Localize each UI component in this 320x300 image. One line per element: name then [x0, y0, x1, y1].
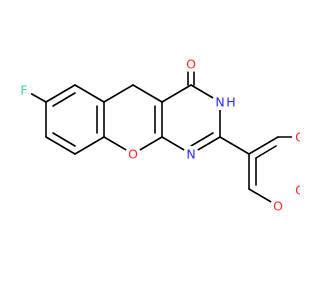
bond — [45, 136, 76, 155]
methoxy-oxygen-mid-label: O — [295, 183, 300, 198]
methoxy-oxygen-mid-atom: O — [292, 182, 300, 198]
bond — [248, 136, 279, 155]
bond — [29, 92, 47, 103]
methoxy-oxygen-top-atom: O — [292, 129, 300, 145]
amide-nitrogen-label: N — [215, 95, 224, 110]
bond — [132, 84, 163, 103]
bond — [74, 84, 105, 103]
bond — [45, 84, 76, 103]
methoxy-oxygen-bottom-label: O — [273, 199, 283, 214]
fluorine-label: F — [20, 83, 27, 98]
methoxy-oxygen-top-label: O — [295, 130, 300, 145]
bond-double-inner — [52, 92, 76, 107]
bond-double-inner — [52, 132, 76, 147]
pyran-oxygen-label: O — [128, 147, 138, 162]
bond — [103, 84, 134, 103]
chemical-structure-diagram: F O N H N O O O O — [16, 56, 300, 214]
ring-nitrogen-atom: N — [183, 146, 199, 162]
atom-labels: F O N H N O O O O — [16, 56, 300, 214]
bond — [74, 136, 105, 155]
carbonyl-oxygen-label: O — [186, 57, 196, 72]
bond-double-inner — [255, 145, 277, 159]
amide-nitrogen-atom: N H — [212, 94, 236, 110]
bond — [161, 84, 192, 103]
bond-network — [29, 71, 300, 207]
hydrogen-label: H — [226, 95, 235, 110]
bond-double-inner — [190, 132, 214, 147]
pyran-oxygen-atom: O — [125, 146, 141, 162]
ring-nitrogen-label: N — [186, 147, 195, 162]
bond — [219, 136, 250, 155]
fluorine-atom: F — [16, 82, 32, 98]
carbonyl-oxygen-atom: O — [183, 56, 199, 72]
methoxy-oxygen-bottom-atom: O — [270, 198, 286, 214]
